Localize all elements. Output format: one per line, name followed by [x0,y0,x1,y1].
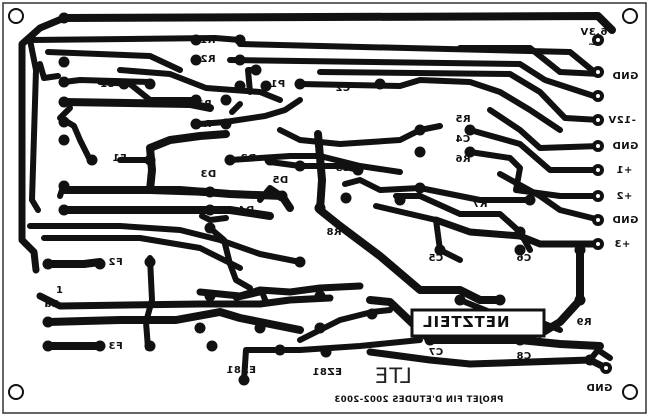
connector-label-gnd-2: GND [612,141,639,152]
label-ez81-left: EZ81 [226,365,256,376]
label-jumper-1: 1 [56,285,64,296]
connector-label-gnd-3: GND [612,215,639,226]
label-c5: C5 [428,253,444,264]
connector-label-6v3: 6,3V [580,27,608,38]
connector-label-plus3: +3 [614,239,631,250]
label-r4: R4 [196,119,212,130]
label-d5: D5 [272,175,289,186]
label-f3: F3 [108,341,123,352]
mounting-holes [8,8,638,400]
connector-label-minus12v: -12V [608,115,636,126]
title-frame [410,308,546,338]
connector-label-gnd-4: GND [586,383,613,394]
board-footer: PROJET FIN D'ETUDES 2002-2003 [334,395,504,405]
connector-label-tilde: ~ [588,39,597,50]
board-logo-lte: LTE [374,364,412,388]
board-title: NETZTEIL [422,313,510,331]
label-ez81-right: EZ81 [312,367,342,378]
label-c3: C3 [335,163,351,174]
label-c2: C2 [335,83,351,94]
label-jumper-2a: 2a [44,299,59,310]
label-d2: D2 [240,153,257,164]
label-r7: R7 [472,199,488,210]
pad-drills [596,38,608,370]
label-p1: P1 [270,79,286,90]
label-c6: C6 [516,253,532,264]
connector-label-gnd-1: GND [612,71,639,82]
label-r1: R1 [200,35,216,46]
label-d4: D4 [238,205,255,216]
label-f2: F2 [108,257,123,268]
label-c7: C7 [428,347,444,358]
label-r3: R3 [196,99,212,110]
label-d3: D3 [200,169,217,180]
label-r6: R6 [455,154,471,165]
label-r9: R9 [576,317,592,328]
label-r8: R8 [326,227,342,238]
label-r5: R5 [455,114,471,125]
label-c1: C1 [100,79,116,90]
label-f1: F1 [112,153,127,164]
connector-label-plus2: +2 [616,191,633,202]
connector-label-plus1: +1 [616,165,633,176]
copper-traces [18,12,616,383]
label-c8: C8 [516,351,532,362]
label-c4: C4 [455,134,471,145]
label-r2: R2 [200,54,216,65]
